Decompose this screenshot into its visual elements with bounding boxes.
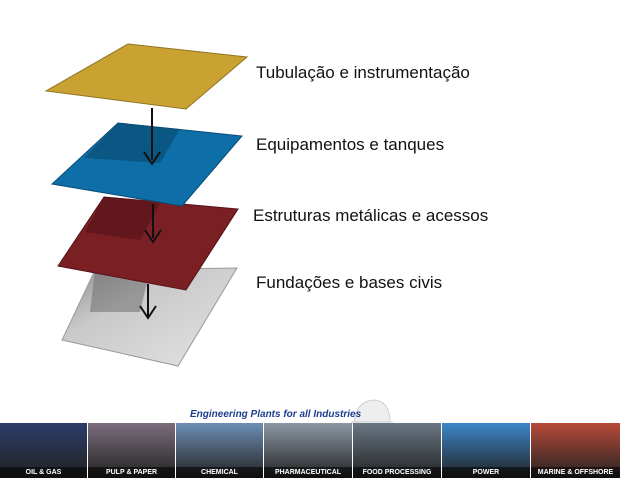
industry-tile: PHARMACEUTICAL <box>264 423 352 478</box>
industry-label: FOOD PROCESSING <box>353 467 441 478</box>
industry-label: POWER <box>442 467 530 478</box>
industry-label: MARINE & OFFSHORE <box>531 467 620 478</box>
banner-title: Engineering Plants for all Industries <box>190 409 362 420</box>
label-structures: Estruturas metálicas e acessos <box>253 206 489 225</box>
arrow-2-head <box>144 229 162 244</box>
label-foundations: Fundações e bases civis <box>256 273 443 292</box>
layer-structures-shadow <box>85 197 160 240</box>
industry-tile: CHEMICAL <box>176 423 263 478</box>
industry-tile: FOOD PROCESSING <box>353 423 441 478</box>
industry-tile: PULP & PAPER <box>88 423 175 478</box>
layer-piping <box>44 43 249 110</box>
label-equipment: Equipamentos e tanques <box>256 135 445 154</box>
arrow-3-head <box>139 305 157 320</box>
industry-tile: MARINE & OFFSHORE <box>531 423 620 478</box>
industry-tile: OIL & GAS <box>0 423 87 478</box>
arrow-1-head <box>143 151 161 166</box>
industry-label: CHEMICAL <box>176 467 263 478</box>
industry-tile: POWER <box>442 423 530 478</box>
layer-equipment-shadow <box>84 123 180 163</box>
label-piping: Tubulação e instrumentação <box>256 63 470 82</box>
industry-label: OIL & GAS <box>0 467 87 478</box>
industry-label: PHARMACEUTICAL <box>264 467 352 478</box>
industry-label: PULP & PAPER <box>88 467 175 478</box>
